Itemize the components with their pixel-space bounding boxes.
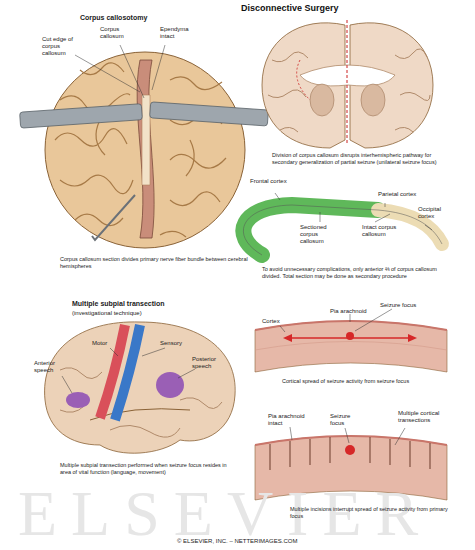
part-label: Parietal cortex	[378, 191, 416, 198]
caption: To avoid unnecessary complications, only…	[262, 266, 447, 279]
region-label: Posterior speech	[192, 356, 232, 370]
part-label: Corpus callosum	[100, 26, 136, 40]
coronal-section	[262, 20, 433, 148]
corpus-callosum-sagittal	[243, 193, 442, 255]
part-label: Multiple cortical transections	[398, 410, 448, 424]
caption: Multiple incisions interrupt spread of s…	[290, 506, 450, 519]
section-heading: Multiple subpial transection	[72, 300, 165, 308]
title: Disconnective Surgery	[241, 3, 339, 13]
brain-lateral-view	[45, 322, 236, 453]
part-label: Occipital cortex	[418, 206, 454, 220]
caption: Cortical spread of seizure activity from…	[282, 378, 447, 385]
section-subheading: (investigational technique)	[72, 310, 142, 317]
region-label: Sensory	[160, 340, 182, 347]
part-label: Sectioned corpus callosum	[300, 224, 338, 246]
caption: Corpus callosum section divides primary …	[60, 256, 250, 269]
part-label: Ependyma intact	[160, 26, 196, 40]
section-heading: Corpus callosotomy	[80, 14, 147, 22]
part-label: Frontal cortex	[250, 178, 287, 185]
region-label: Anterior speech	[34, 360, 66, 374]
part-label: Pia arachnoid	[330, 308, 367, 315]
region-label: Motor	[92, 340, 107, 347]
part-label: Pia arachnoid intact	[268, 413, 316, 427]
brain-top-view	[20, 45, 269, 248]
caption: Division of corpus callosum disrupts int…	[272, 152, 447, 165]
part-label: Cortex	[262, 318, 280, 325]
part-label: Intact corpus callosum	[362, 224, 400, 238]
part-label: Seizure focus	[330, 413, 364, 427]
part-label: Seizure focus	[380, 302, 416, 309]
copyright: © ELSEVIER, INC. – NETTERIMAGES.COM	[177, 538, 297, 545]
caption: Multiple subpial transection performed w…	[60, 462, 230, 475]
cortex-panel-spread	[255, 309, 447, 372]
part-label: Cut edge of corpus callosum	[42, 36, 84, 58]
